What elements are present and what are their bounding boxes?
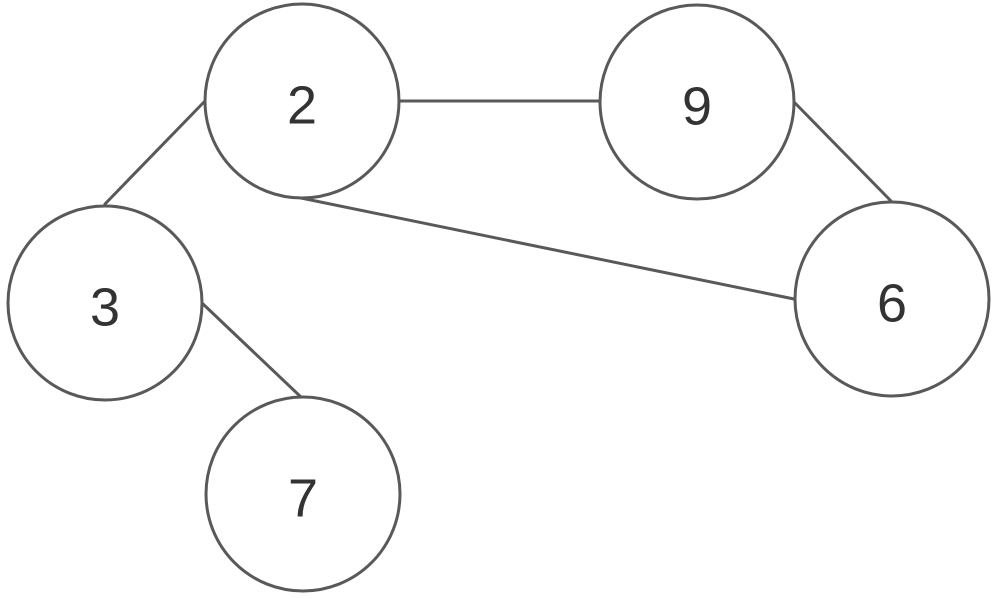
node-circle-6[interactable] [793, 200, 991, 398]
edge-2-3 [103, 100, 206, 206]
edge-3-7 [201, 302, 304, 400]
graph-node-9[interactable]: 9 [598, 3, 796, 201]
edge-9-6 [793, 101, 893, 203]
graph-node-6[interactable]: 6 [793, 200, 991, 398]
node-circle-2[interactable] [203, 2, 401, 200]
graph-node-3[interactable]: 3 [6, 204, 204, 402]
node-circle-3[interactable] [6, 204, 204, 402]
edge-2-6 [299, 196, 796, 301]
graph-node-7[interactable]: 7 [204, 395, 402, 593]
node-circle-9[interactable] [598, 3, 796, 201]
node-circle-7[interactable] [204, 395, 402, 593]
graph-node-2[interactable]: 2 [203, 2, 401, 200]
